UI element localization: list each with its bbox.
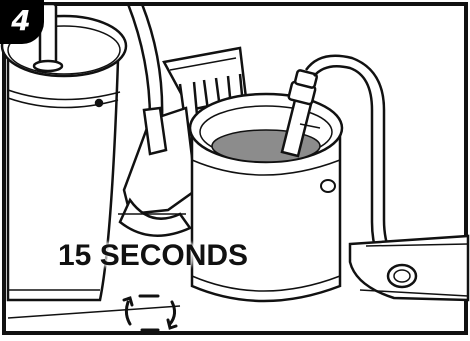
- panel-border: [2, 2, 468, 335]
- duration-label: 15 SECONDS: [58, 239, 249, 272]
- stir-pole: [32, 2, 64, 73]
- step-badge: 4: [0, 0, 44, 44]
- nozzle-assembly: [280, 69, 321, 158]
- step-number: 4: [11, 4, 31, 37]
- circular-arrows-icon: [122, 294, 178, 332]
- spray-handle: [348, 234, 470, 302]
- floor-line: [7, 305, 181, 319]
